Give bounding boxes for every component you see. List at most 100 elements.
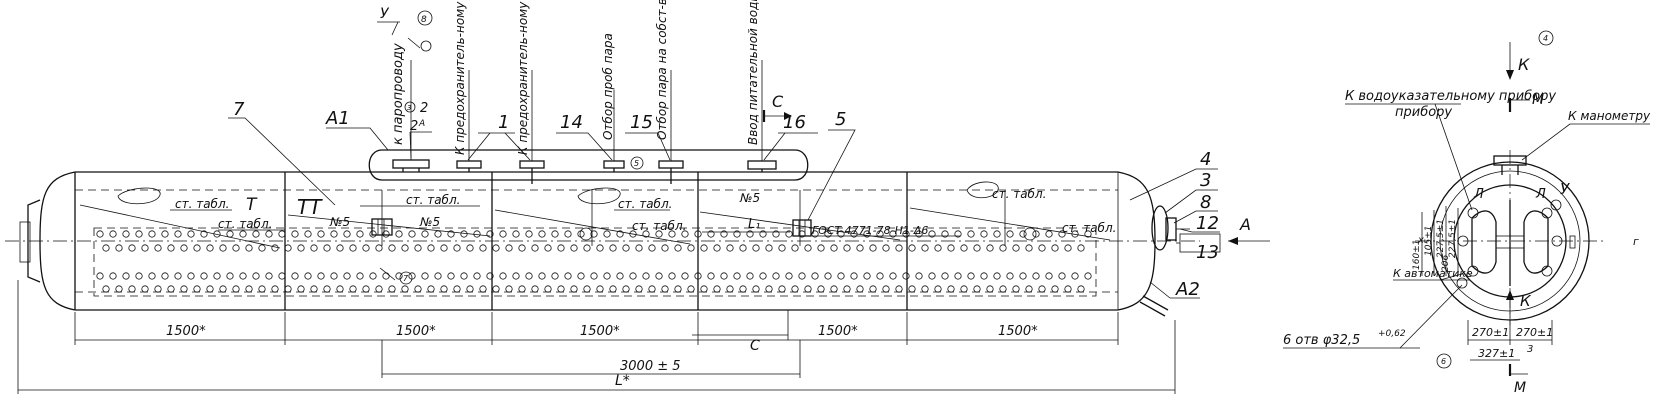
tube-hole	[382, 230, 390, 238]
tube-hole	[674, 285, 682, 293]
tube-hole	[434, 230, 442, 238]
dim-270-left: 270±1	[1472, 326, 1509, 339]
tube-hole	[336, 244, 344, 252]
tube-hole	[544, 285, 552, 293]
label-a1: А1	[325, 108, 350, 129]
tube-hole	[804, 244, 812, 252]
tube-hole	[850, 272, 858, 280]
tube-hole	[720, 230, 728, 238]
tube-hole	[824, 272, 832, 280]
tube-hole	[317, 272, 325, 280]
tube-hole	[635, 285, 643, 293]
tube-hole	[778, 285, 786, 293]
tube-hole	[278, 230, 286, 238]
tube-hole	[726, 285, 734, 293]
tube-hole	[752, 285, 760, 293]
tube-hole	[876, 272, 884, 280]
tag-circled-7: 7	[403, 274, 409, 283]
tube-hole	[525, 272, 533, 280]
tube-hole	[252, 230, 260, 238]
tube-hole	[947, 244, 955, 252]
tube-hole	[934, 285, 942, 293]
tube-hole	[512, 272, 520, 280]
tube-hole	[1045, 230, 1053, 238]
view-mark-k-top: К	[1518, 55, 1530, 74]
part-14: 14	[560, 112, 583, 133]
tube-hole	[1032, 272, 1040, 280]
tube-hole	[577, 272, 585, 280]
tube-hole	[564, 230, 572, 238]
tube-hole	[999, 285, 1007, 293]
tube-hole	[161, 272, 169, 280]
tag-circled-3: 3	[407, 104, 411, 112]
nozzle-aux-steam	[658, 70, 684, 184]
tube-hole	[453, 244, 461, 252]
tube-hole	[167, 244, 175, 252]
tube-hole	[518, 244, 526, 252]
dim-section-1: 1500*	[166, 324, 206, 339]
dim-270-right: 270±1	[1516, 326, 1553, 339]
tube-hole	[512, 230, 520, 238]
weld-label-3: ст. табл.	[406, 193, 460, 207]
tube-hole	[707, 272, 715, 280]
tube-hole	[616, 230, 624, 238]
tube-hole	[304, 272, 312, 280]
tube-hole	[297, 285, 305, 293]
tube-hole	[570, 285, 578, 293]
tube-hole	[96, 230, 104, 238]
tube-hole	[388, 285, 396, 293]
tube-hole	[1006, 230, 1014, 238]
tube-hole	[596, 244, 604, 252]
tube-hole	[915, 230, 923, 238]
tube-hole	[239, 230, 247, 238]
tube-hole	[635, 244, 643, 252]
end-view: К водоуказательному прибору прибору К ма…	[1283, 30, 1651, 396]
vdim-5: 160±1	[1412, 240, 1422, 270]
tube-hole	[1051, 285, 1059, 293]
tube-hole	[642, 230, 650, 238]
dim-section-4: 1500*	[818, 324, 858, 339]
tube-hole	[934, 244, 942, 252]
tube-hole	[525, 230, 533, 238]
tube-hole	[739, 244, 747, 252]
tube-hole	[902, 272, 910, 280]
tube-hole	[271, 285, 279, 293]
weld-labels: ст. табл. ст. табл. ст. табл. ст. табл. …	[170, 187, 1116, 285]
tube-hole	[980, 230, 988, 238]
tube-hole	[148, 272, 156, 280]
tube-hole	[395, 272, 403, 280]
dim-327: 327±1	[1478, 347, 1515, 360]
tube-hole	[447, 272, 455, 280]
tube-hole	[1071, 230, 1079, 238]
tube-hole	[908, 244, 916, 252]
tube-hole	[661, 244, 669, 252]
tube-hole	[616, 272, 624, 280]
tube-hole	[603, 272, 611, 280]
view-mark-m-top: М	[1532, 92, 1544, 108]
tube-hole	[798, 230, 806, 238]
vdim-1: 227,5±1	[1448, 219, 1458, 258]
part-8: 8	[1200, 192, 1211, 213]
tube-hole	[330, 272, 338, 280]
tube-hole	[1077, 285, 1085, 293]
tube-hole	[921, 285, 929, 293]
tube-hole	[1064, 244, 1072, 252]
nozzle-feedwater	[747, 60, 777, 172]
tube-hole	[921, 244, 929, 252]
tube-hole	[440, 285, 448, 293]
part-12: 12	[1196, 213, 1219, 234]
tube-hole	[473, 230, 481, 238]
tube-hole	[161, 230, 169, 238]
part-13: 13	[1196, 242, 1219, 263]
tube-hole	[746, 230, 754, 238]
view-mark-m-bottom: М	[1514, 380, 1526, 396]
y-mark-circled: 8	[421, 15, 427, 25]
tube-hole	[967, 272, 975, 280]
tube-hole	[824, 230, 832, 238]
tube-hole	[135, 272, 143, 280]
tube-hole	[1038, 285, 1046, 293]
tube-hole	[200, 272, 208, 280]
tube-hole	[713, 285, 721, 293]
tube-hole	[811, 230, 819, 238]
